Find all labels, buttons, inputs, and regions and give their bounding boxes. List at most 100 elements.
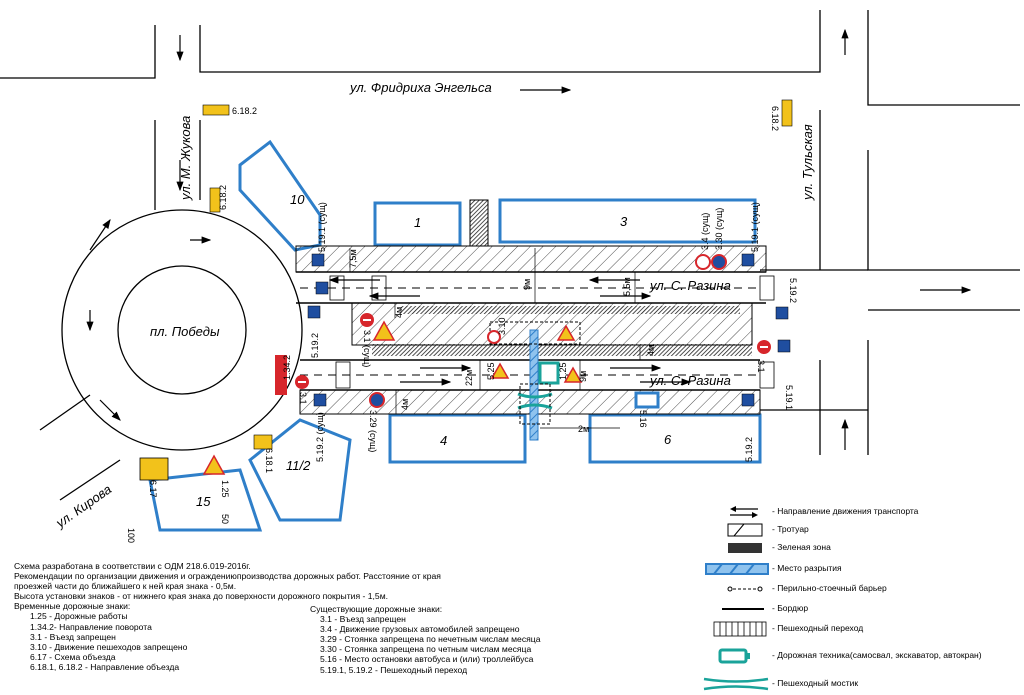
- existing-sign-item: 3.1 - Въезд запрещен: [320, 614, 406, 625]
- detour-direction-icon: [781, 99, 793, 127]
- legend-row: - Пешеходный переход: [700, 621, 1020, 637]
- street-label-zhukova: ул. М. Жукова: [178, 116, 193, 201]
- green-zone-icon: [728, 543, 762, 553]
- svg-text:5.19.1: 5.19.1: [784, 385, 794, 410]
- svg-text:3.29 (сущ): 3.29 (сущ): [368, 410, 378, 452]
- green-zones: [372, 306, 752, 356]
- svg-text:4м: 4м: [400, 399, 410, 410]
- block-number: 11/2: [286, 458, 311, 473]
- prohibitory-signs: [295, 254, 771, 408]
- crossing-sign-icon: [741, 393, 755, 407]
- existing-sign-item: 5.19.1, 5.19.2 - Пешеходный переход: [320, 664, 468, 675]
- street-label-razina-1: ул. С. Разина: [649, 278, 731, 293]
- sidewalk-icon: [727, 523, 763, 537]
- block-1-outline: [373, 201, 462, 247]
- roadworks-icon: [563, 366, 583, 383]
- svg-text:3.1: 3.1: [756, 360, 766, 373]
- svg-text:5.16: 5.16: [638, 410, 648, 428]
- legend-row: - Дорожная техника(самосвал, экскаватор,…: [700, 648, 1020, 664]
- svg-text:6.18.2: 6.18.2: [232, 106, 257, 116]
- temp-sign-item: 3.10 - Движение пешеходов запрещено: [30, 641, 188, 652]
- svg-text:100: 100: [126, 528, 136, 543]
- svg-text:3.1: 3.1: [298, 392, 308, 405]
- block-number: 10: [290, 192, 305, 207]
- street-label-tulskaya: ул. Тульская: [800, 124, 815, 201]
- svg-text:7,5м: 7,5м: [348, 249, 358, 268]
- existing-signs: Существующие дорожные знаки: 3.1 - Въезд…: [310, 604, 541, 675]
- svg-text:3.1 (сущ): 3.1 (сущ): [362, 330, 372, 367]
- block-3-outline: [498, 198, 757, 244]
- roadworks-icon: [490, 362, 510, 379]
- svg-text:1.34.2: 1.34.2: [282, 355, 292, 380]
- legend-row: - Бордюр: [700, 601, 1020, 617]
- legend-row: - Направление движения транспорта: [700, 504, 1020, 520]
- crossing-sign-icon: [307, 305, 321, 319]
- scheme-notes: Схема разработана в соответствии с ОДМ 2…: [14, 561, 504, 672]
- svg-text:9м: 9м: [522, 279, 532, 290]
- svg-text:4м: 4м: [646, 345, 656, 356]
- legend-row: - Перильно-стоечный барьер: [700, 581, 1020, 597]
- temp-sign-item: 1.25 - Дорожные работы: [30, 611, 128, 622]
- no-pedestrians-icon: [487, 330, 501, 344]
- dimension-labels: 7,5м 9м 5,5м 4м 4м 4м 22м 9м 2м 100 50: [126, 249, 656, 543]
- pedestrian-bridge: [517, 392, 553, 410]
- crossing-signs: [307, 253, 791, 407]
- svg-text:3.10: 3.10: [497, 317, 507, 335]
- block-number: 4: [440, 433, 447, 448]
- svg-text:5.19.2 (сущ): 5.19.2 (сущ): [315, 412, 325, 462]
- block-4-outline: [388, 413, 527, 464]
- legend-row: - Зеленая зона: [700, 540, 1020, 556]
- note-line: Рекомендации по организации движения и о…: [14, 571, 441, 582]
- note-line: проезжей части до ближайшего к ней края …: [14, 581, 237, 592]
- note-line: Высота установки знаков - от нижнего кра…: [14, 591, 388, 602]
- block-6-outline: [588, 413, 762, 464]
- detour-direction-icon: [253, 434, 273, 450]
- crossing-sign-icon: [313, 393, 327, 407]
- turn-direction-icon: [275, 355, 287, 395]
- svg-text:5.19.1 (сущ): 5.19.1 (сущ): [750, 202, 760, 252]
- traffic-arrows: [86, 28, 972, 450]
- legend-row: - Тротуар: [700, 522, 1020, 538]
- machinery-icon: [718, 648, 750, 664]
- crosswalk-icon: [713, 621, 767, 637]
- svg-text:1.25: 1.25: [220, 480, 230, 498]
- detour-direction-icon: [209, 187, 221, 213]
- existing-signs-title: Существующие дорожные знаки:: [310, 604, 443, 614]
- svg-text:5.19.2: 5.19.2: [788, 278, 798, 303]
- temp-sign-item: 1.34.2- Направление поворота: [30, 621, 152, 632]
- street-label-kirova: ул. Кирова: [52, 481, 114, 531]
- block-number: 15: [196, 494, 211, 509]
- excavation-site: [529, 329, 539, 441]
- crossing-sign-icon: [777, 339, 791, 353]
- no-parking-odd-icon: [369, 392, 385, 408]
- street-label-engels: ул. Фридриха Энгельса: [349, 80, 492, 95]
- temp-sign-item: 3.1 - Въезд запрещен: [30, 631, 116, 642]
- svg-text:50: 50: [220, 514, 230, 524]
- crossing-sign-icon: [741, 253, 755, 267]
- svg-text:6.18.2: 6.18.2: [770, 106, 780, 131]
- detour-direction-icon: [202, 104, 230, 116]
- temp-sign-item: 6.18.1, 6.18.2 - Направление объезда: [30, 661, 180, 672]
- svg-text:5.25: 5.25: [486, 362, 496, 380]
- existing-sign-item: 5.16 - Место остановки автобуса и (или) …: [320, 654, 534, 665]
- barrier-icon: [727, 586, 763, 592]
- svg-text:6.18.1: 6.18.1: [264, 448, 274, 473]
- svg-text:2м: 2м: [578, 424, 589, 434]
- square-label: пл. Победы: [150, 324, 220, 339]
- warning-signs: [139, 99, 793, 481]
- excavation-icon: [705, 563, 769, 575]
- block-number: 1: [414, 215, 421, 230]
- crossing-sign-icon: [311, 253, 325, 267]
- crossing-sign-icon: [775, 306, 789, 320]
- curb-icon: [722, 608, 764, 610]
- roadworks-icon: [556, 324, 576, 341]
- svg-text:5.19.1 (сущ): 5.19.1 (сущ): [317, 202, 327, 252]
- svg-text:4м: 4м: [394, 307, 404, 318]
- pedestrian-crossings: [329, 275, 775, 389]
- svg-text:9м: 9м: [578, 371, 588, 382]
- temp-signs-title: Временные дорожные знаки:: [14, 601, 131, 612]
- legend-row: - Пешеходный мостик: [700, 676, 1020, 692]
- no-parking-even-icon: [711, 254, 727, 270]
- traffic-direction-icon: [730, 506, 758, 518]
